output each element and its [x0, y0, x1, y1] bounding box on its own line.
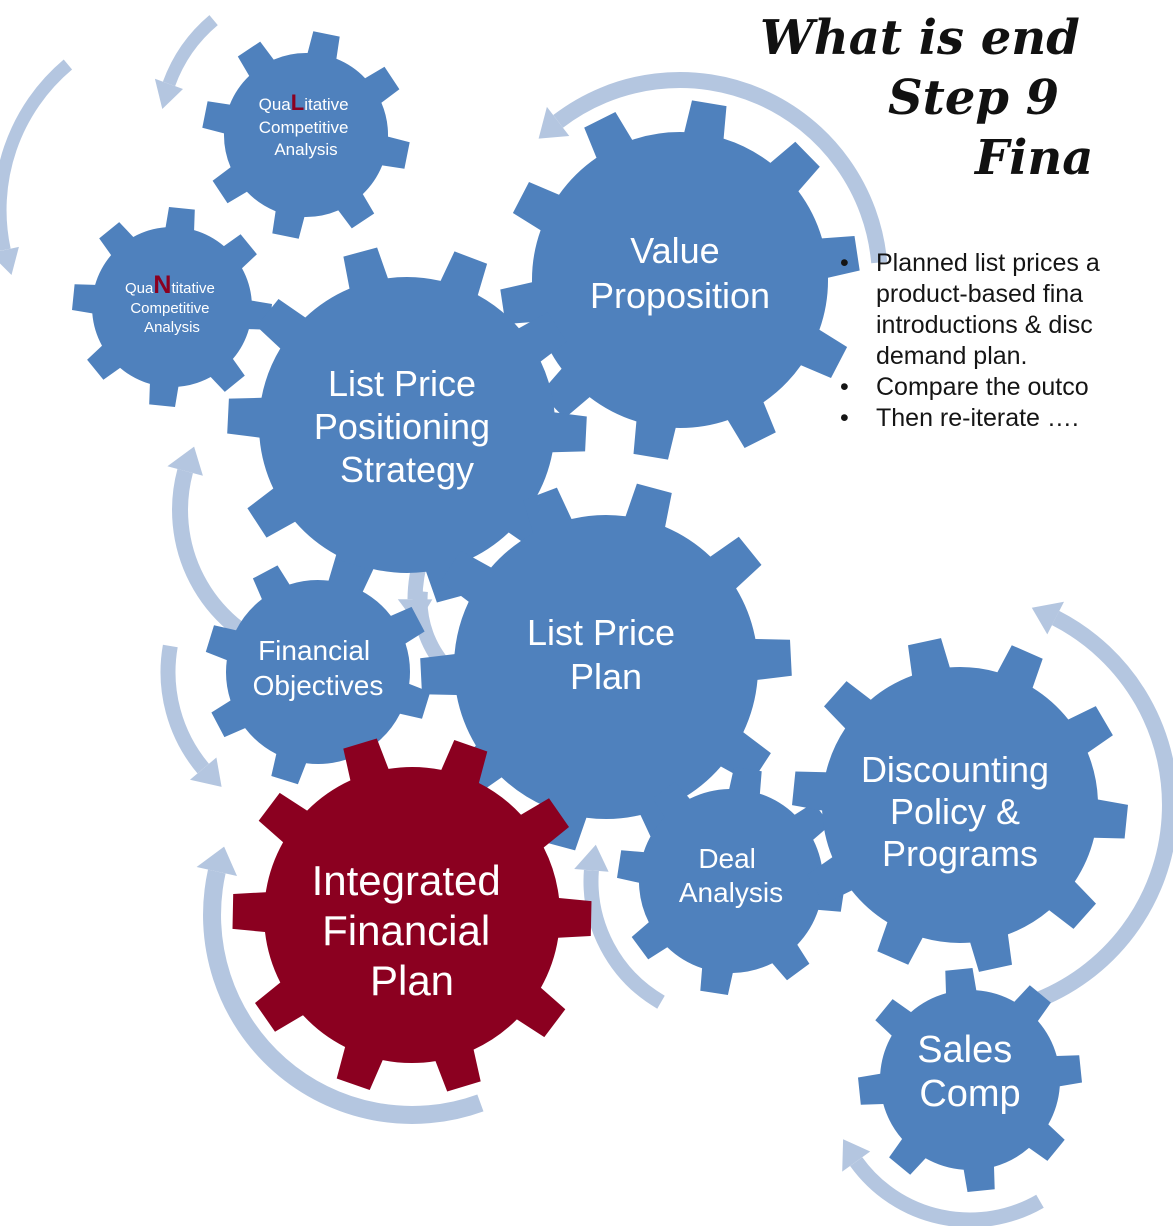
qualitative-analysis-gear [202, 31, 410, 239]
deal-analysis-gear [617, 767, 845, 995]
arrow-sales-bottom [842, 1139, 1044, 1226]
qualitative-analysis-label: QuaLitative Competitive Analysis [259, 90, 354, 159]
sales-comp-gear [858, 968, 1082, 1192]
title-line-2: Step 9 [888, 70, 1060, 126]
value-proposition-label: Value Proposition [590, 230, 770, 316]
bullet-item: Compare the outco [830, 372, 1173, 403]
bullet-list: Planned list prices a product-based fina… [830, 248, 1173, 434]
discounting-policy-gear [792, 638, 1128, 972]
list-price-plan-gear [420, 483, 792, 851]
integrated-financial-plan-label: Integrated Financial Plan [312, 857, 513, 1004]
bullet-item: Planned list prices a product-based fina… [830, 248, 1173, 372]
list-price-plan-label: List Price Plan [527, 612, 685, 697]
page-title: What is end Step 9 Fina [740, 8, 1173, 188]
value-proposition-gear [500, 100, 860, 460]
financial-objectives-label: Financial Objectives [253, 635, 384, 701]
bullet-1-line-2: product-based fina [876, 280, 1084, 308]
arrow-discount-right [1029, 601, 1173, 1010]
arrow-financial-left [160, 644, 222, 787]
quantitative-analysis-gear [72, 207, 272, 407]
bullet-1-line-4: demand plan. [876, 342, 1028, 370]
bullet-item: Then re-iterate …. [830, 403, 1173, 434]
integrated-financial-plan-gear [232, 738, 592, 1092]
arrow-over-value [538, 72, 888, 264]
bullet-1-line-3: introductions & disc [876, 311, 1093, 339]
arrow-left-outer [0, 59, 73, 275]
arrow-integrated-bottom [196, 846, 484, 1124]
bullet-2-line-1: Compare the outco [876, 373, 1089, 401]
title-line-1: What is end [760, 10, 1080, 66]
deal-analysis-label: Deal Analysis [679, 843, 783, 908]
title-line-3: Fina [975, 130, 1094, 186]
sales-comp-label: Sales Comp [917, 1029, 1023, 1115]
positioning-strategy-label: List Price Positioning Strategy [314, 363, 500, 490]
discounting-policy-label: Discounting Policy & Programs [861, 749, 1059, 874]
arrow-top-left [154, 15, 218, 109]
financial-objectives-gear [205, 559, 431, 785]
bullet-3-line-1: Then re-iterate …. [876, 404, 1079, 432]
arrow-deal-bottom [574, 844, 665, 1009]
quantitative-analysis-label: QuaNtitative Competitive Analysis [125, 271, 219, 336]
positioning-strategy-gear [227, 247, 587, 603]
bullet-1-line-1: Planned list prices a [876, 249, 1100, 277]
